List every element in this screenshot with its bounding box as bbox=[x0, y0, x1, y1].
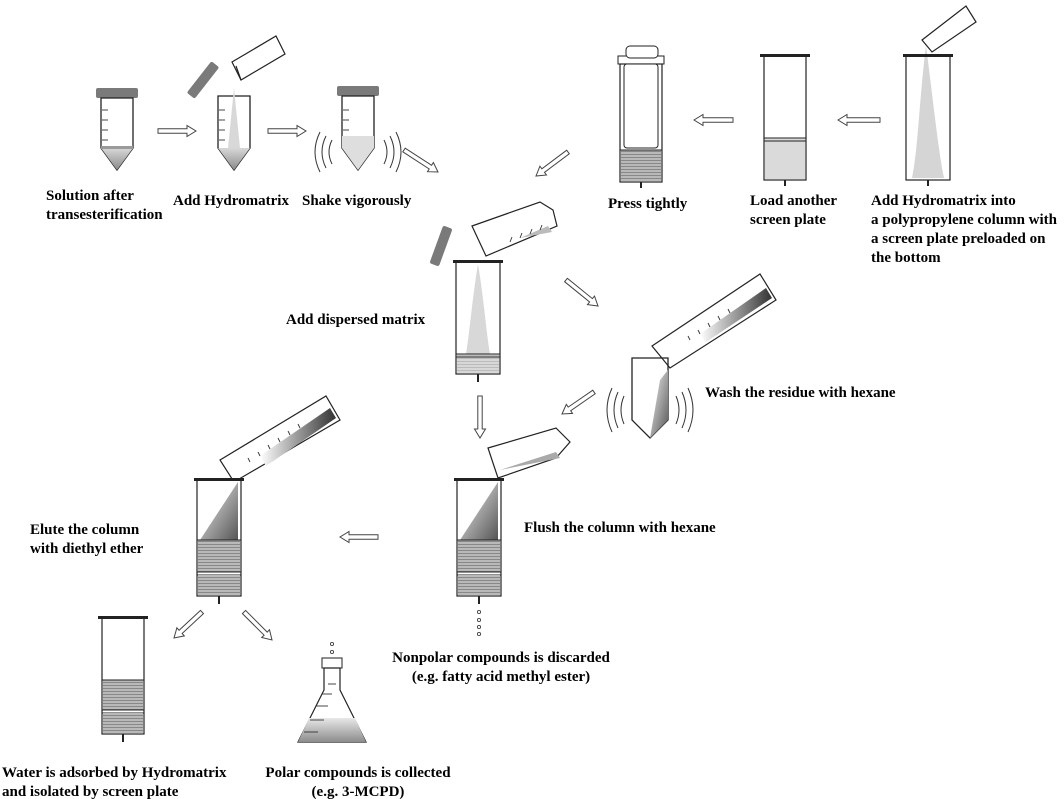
column-press bbox=[617, 45, 665, 188]
label-wash: Wash the residue with hexane bbox=[705, 385, 896, 401]
label-nonpolar: Nonpolar compounds is discarded (e.g. fat… bbox=[392, 650, 610, 685]
label-shake: Shake vigorously bbox=[302, 193, 412, 209]
label-line: the bottom bbox=[871, 250, 941, 266]
label-line: Nonpolar compounds is discarded bbox=[392, 650, 610, 666]
label-line: screen plate bbox=[750, 212, 826, 228]
tube-wash bbox=[606, 273, 777, 439]
column-water bbox=[98, 616, 148, 742]
label-line: Shake vigorously bbox=[302, 193, 412, 209]
label-line: Add dispersed matrix bbox=[286, 312, 426, 328]
label-line: a polypropylene column with bbox=[871, 212, 1058, 228]
flow-arrow bbox=[157, 124, 197, 138]
label-line: with diethyl ether bbox=[30, 541, 144, 557]
flow-arrow bbox=[473, 395, 487, 439]
flow-arrow bbox=[561, 389, 596, 415]
flow-arrow bbox=[402, 147, 439, 173]
label-line: Add Hydromatrix bbox=[173, 193, 289, 209]
label-line: (e.g. fatty acid methyl ester) bbox=[412, 669, 590, 685]
label-line: a screen plate preloaded on bbox=[871, 231, 1046, 247]
label-add-column: Add Hydromatrix into a polypropylene colu… bbox=[871, 193, 1058, 266]
label-solution: Solution after transesterification bbox=[46, 188, 163, 223]
flask-polar bbox=[297, 641, 367, 743]
arrows bbox=[157, 113, 881, 641]
label-line: and isolated by screen plate bbox=[2, 784, 179, 799]
column-load-plate bbox=[760, 54, 810, 186]
tube-solution bbox=[96, 88, 138, 172]
label-line: (e.g. 3-MCPD) bbox=[312, 784, 405, 799]
tube-shake bbox=[314, 86, 402, 173]
label-line: Load another bbox=[750, 193, 837, 209]
flow-arrow bbox=[563, 277, 599, 307]
flow-arrow bbox=[241, 609, 273, 641]
label-polar: Polar compounds is collected (e.g. 3-MCPD… bbox=[265, 765, 451, 799]
label-line: Press tightly bbox=[608, 196, 688, 212]
column-elute bbox=[194, 395, 341, 604]
flow-arrow bbox=[267, 124, 307, 138]
flow-arrow bbox=[535, 149, 570, 177]
label-line: Solution after bbox=[46, 188, 134, 204]
column-dispersed bbox=[430, 201, 558, 382]
label-line: Flush the column with hexane bbox=[524, 520, 716, 536]
flow-arrow bbox=[173, 609, 205, 639]
label-elute: Elute the column with diethyl ether bbox=[30, 522, 144, 557]
label-line: Elute the column bbox=[30, 522, 140, 538]
label-load-plate: Load another screen plate bbox=[750, 193, 837, 228]
tube-add-hydromatrix bbox=[187, 35, 286, 172]
label-line: Water is adsorbed by Hydromatrix bbox=[2, 765, 227, 781]
label-flush: Flush the column with hexane bbox=[524, 520, 716, 536]
label-line: Polar compounds is collected bbox=[265, 765, 451, 781]
label-line: transesterification bbox=[46, 207, 163, 223]
label-line: Add Hydromatrix into bbox=[871, 193, 1016, 209]
column-flush bbox=[454, 427, 571, 637]
flow-arrow bbox=[339, 530, 379, 544]
label-water: Water is adsorbed by Hydromatrix and isol… bbox=[2, 765, 227, 799]
label-press: Press tightly bbox=[608, 196, 688, 212]
label-add-hydromatrix: Add Hydromatrix bbox=[173, 193, 289, 209]
column-add-hydromatrix bbox=[903, 5, 977, 186]
flow-arrow bbox=[693, 113, 734, 127]
label-dispersed: Add dispersed matrix bbox=[286, 312, 426, 328]
label-line: Wash the residue with hexane bbox=[705, 385, 896, 401]
flow-arrow bbox=[837, 113, 881, 127]
